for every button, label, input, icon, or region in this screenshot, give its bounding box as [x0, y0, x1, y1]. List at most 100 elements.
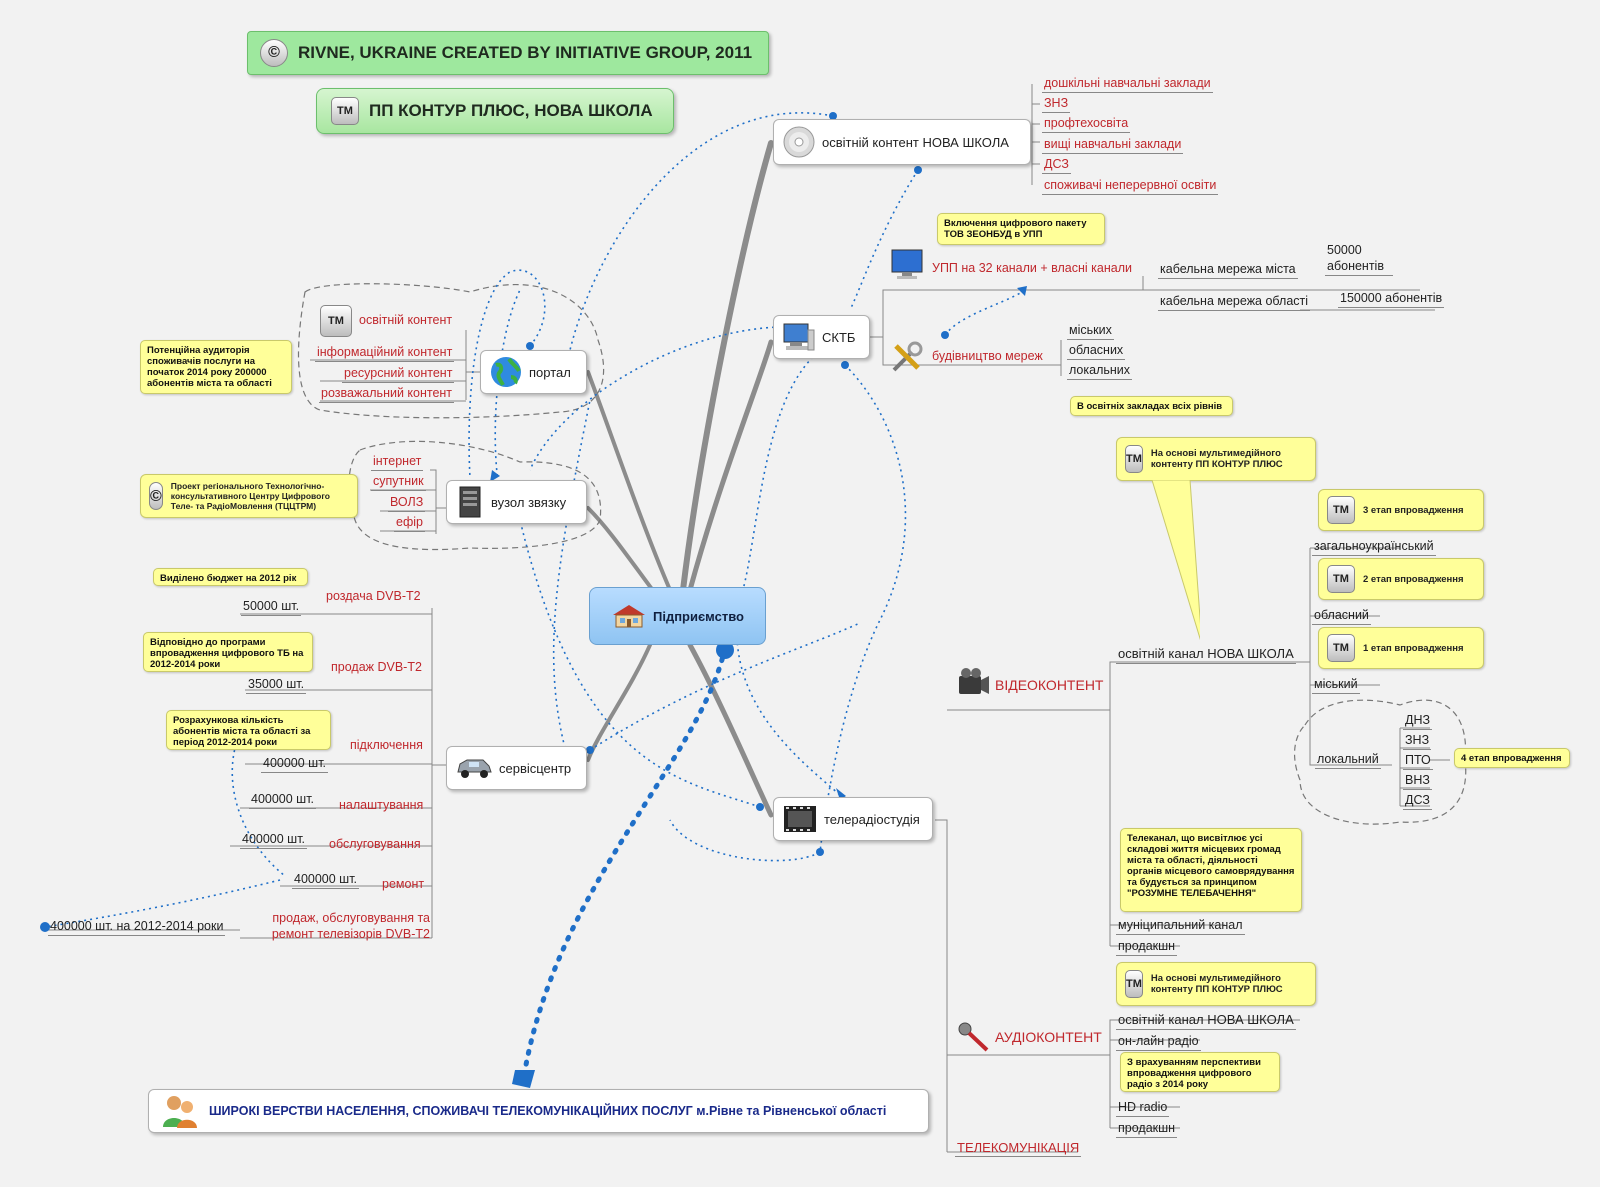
sales-label[interactable]: продаж, обслуговування та ремонт телевіз…	[271, 911, 430, 941]
local-item[interactable]: ДНЗ	[1403, 712, 1433, 730]
service-item[interactable]: ремонт	[382, 877, 425, 891]
node-studio[interactable]: телерадіостудія	[773, 797, 933, 841]
film-icon	[782, 804, 818, 834]
content-item[interactable]: дошкільні навчальні заклади	[1042, 75, 1213, 93]
service-item[interactable]: роздача DVB-T2	[326, 589, 421, 603]
program-note: Відповідно до програми впровадження цифр…	[143, 632, 313, 672]
audio-note: TM На основі мультимедійного контенту ПП…	[1116, 962, 1316, 1006]
service-value: 50000 шт.	[241, 598, 302, 616]
audio-note-text: На основі мультимедійного контенту ПП КО…	[1150, 973, 1283, 995]
hub-note-text: Проект регіонального Технологічно-консул…	[170, 481, 330, 511]
server-icon	[455, 485, 485, 519]
hub-copyright-icon: ©	[149, 482, 163, 510]
audience-node[interactable]: ШИРОКІ ВЕРСТВИ НАСЕЛЕННЯ, СПОЖИВАЧІ ТЕЛЕ…	[148, 1089, 929, 1133]
hub-item[interactable]: ефір	[394, 514, 425, 532]
video-channel-note: TM На основі мультимедійного контенту ПП…	[1116, 437, 1316, 481]
build-item[interactable]: обласних	[1067, 342, 1126, 360]
telecom-header[interactable]: ТЕЛЕКОМУНІКАЦІЯ	[955, 1140, 1082, 1157]
copyright-text: RIVNE, UKRAINE CREATED BY INITIATIVE GRO…	[298, 43, 753, 62]
house-icon	[611, 603, 647, 629]
local-item[interactable]: ПТО	[1403, 752, 1433, 770]
service-item[interactable]: обслуговування	[329, 837, 421, 851]
local-item[interactable]: ВНЗ	[1403, 772, 1432, 790]
portal-item[interactable]: інформаційний контент	[315, 344, 455, 362]
node-sktb[interactable]: СКТБ	[773, 315, 870, 359]
sales-value: 400000 шт. на 2012-2014 роки	[48, 918, 226, 936]
node-hub[interactable]: вузол звязку	[446, 480, 587, 524]
node-content-label: освітній контент НОВА ШКОЛА	[822, 134, 1009, 150]
audience-label: ШИРОКІ ВЕРСТВИ НАСЕЛЕННЯ, СПОЖИВАЧІ ТЕЛЕ…	[209, 1104, 887, 1118]
content-item[interactable]: ЗНЗ	[1042, 95, 1071, 113]
service-value: 35000 шт.	[246, 676, 307, 694]
video-header[interactable]: ВІДЕОКОНТЕНТ	[995, 677, 1104, 693]
cable-region-value: 150000 абонентів	[1338, 290, 1445, 308]
content-item[interactable]: вищі навчальні заклади	[1042, 136, 1184, 154]
copyright-banner: © RIVNE, UKRAINE CREATED BY INITIATIVE G…	[247, 31, 769, 75]
municipal-channel[interactable]: муніципальний канал	[1116, 917, 1245, 935]
video-tm-icon: TM	[1125, 445, 1143, 473]
portal-item[interactable]: освітній контент	[359, 313, 453, 327]
local-label[interactable]: локальний	[1315, 751, 1381, 769]
node-content[interactable]: освітній контент НОВА ШКОЛА	[773, 119, 1031, 165]
audio-item[interactable]: он-лайн радіо	[1116, 1033, 1201, 1051]
level-note-text: 3 етап впровадження	[1363, 504, 1464, 516]
audio-header[interactable]: АУДІОКОНТЕНТ	[995, 1029, 1102, 1045]
video-channel[interactable]: освітній канал НОВА ШКОЛА	[1116, 646, 1296, 664]
build-item[interactable]: міських	[1067, 322, 1114, 340]
node-service[interactable]: сервісцентр	[446, 746, 587, 790]
hub-item[interactable]: ВОЛЗ	[388, 494, 426, 512]
hub-item[interactable]: інтернет	[371, 453, 424, 471]
service-item[interactable]: продаж DVB-T2	[331, 660, 422, 674]
audio-production[interactable]: продакшн	[1116, 1120, 1178, 1138]
level-tm-icon: TM	[1327, 496, 1355, 524]
node-service-label: сервісцентр	[499, 760, 572, 776]
node-sktb-label: СКТБ	[822, 329, 856, 345]
service-item[interactable]: підключення	[350, 738, 423, 752]
level-item[interactable]: обласний	[1312, 607, 1371, 625]
municipal-note: Телеканал, що висвітлює усі складові жит…	[1120, 828, 1302, 912]
hd-radio[interactable]: HD radio	[1116, 1099, 1170, 1117]
video-production[interactable]: продакшн	[1116, 938, 1178, 956]
content-item[interactable]: ДСЗ	[1042, 156, 1071, 174]
local-item[interactable]: ДСЗ	[1403, 792, 1432, 810]
portal-tm-icon: TM	[320, 305, 352, 337]
build-label[interactable]: будівництво мереж	[932, 349, 1043, 363]
hd-note: З врахуванням перспективи впровадження ц…	[1120, 1052, 1280, 1092]
video-channel-note-text: На основі мультимедійного контенту ПП КО…	[1150, 448, 1283, 470]
audio-item[interactable]: освітній канал НОВА ШКОЛА	[1116, 1012, 1296, 1030]
audio-tm-icon: TM	[1125, 970, 1143, 998]
portal-note: Потенційна аудиторія споживачів послуги …	[140, 340, 292, 394]
level-item[interactable]: загальноукраїнський	[1312, 538, 1436, 556]
content-item[interactable]: споживачі неперервної освіти	[1042, 177, 1219, 195]
budget-note: Виділено бюджет на 2012 рік	[153, 568, 308, 586]
portal-item[interactable]: ресурсний контент	[342, 365, 455, 383]
local-note: 4 етап впровадження	[1454, 748, 1570, 768]
people-icon	[161, 1093, 199, 1129]
trademark-text: ПП КОНТУР ПЛЮС, НОВА ШКОЛА	[369, 101, 653, 120]
cable-city[interactable]: кабельна мережа міста	[1158, 261, 1298, 279]
service-value: 400000 шт.	[261, 755, 329, 773]
build-note: В освітніх закладах всіх рівнів	[1070, 396, 1233, 416]
build-item[interactable]: локальних	[1067, 362, 1133, 380]
service-item[interactable]: налаштування	[339, 798, 424, 812]
local-item[interactable]: ЗНЗ	[1403, 732, 1432, 750]
disc-icon	[782, 125, 816, 159]
service-value: 400000 шт.	[292, 871, 360, 889]
cable-region[interactable]: кабельна мережа області	[1158, 293, 1311, 311]
car-icon	[455, 756, 493, 780]
portal-item[interactable]: розважальний контент	[319, 385, 455, 403]
content-item[interactable]: профтехосвіта	[1042, 115, 1131, 133]
level-item[interactable]: міський	[1312, 676, 1360, 694]
upp-note: Включення цифрового пакету ТОВ ЗЕОНБУД в…	[937, 213, 1105, 245]
trademark-icon: TM	[331, 97, 359, 125]
node-studio-label: телерадіостудія	[824, 811, 920, 827]
computer-icon	[782, 322, 816, 352]
hub-item[interactable]: супутник	[371, 473, 426, 491]
central-node[interactable]: Підприємство	[589, 587, 766, 645]
service-value: 400000 шт.	[249, 791, 317, 809]
level-note: TM 1 етап впровадження	[1318, 627, 1484, 669]
upp-label[interactable]: УПП на 32 канали + власні канали	[932, 261, 1132, 275]
trademark-banner: TM ПП КОНТУР ПЛЮС, НОВА ШКОЛА	[316, 88, 674, 134]
node-portal[interactable]: портал	[480, 350, 587, 394]
